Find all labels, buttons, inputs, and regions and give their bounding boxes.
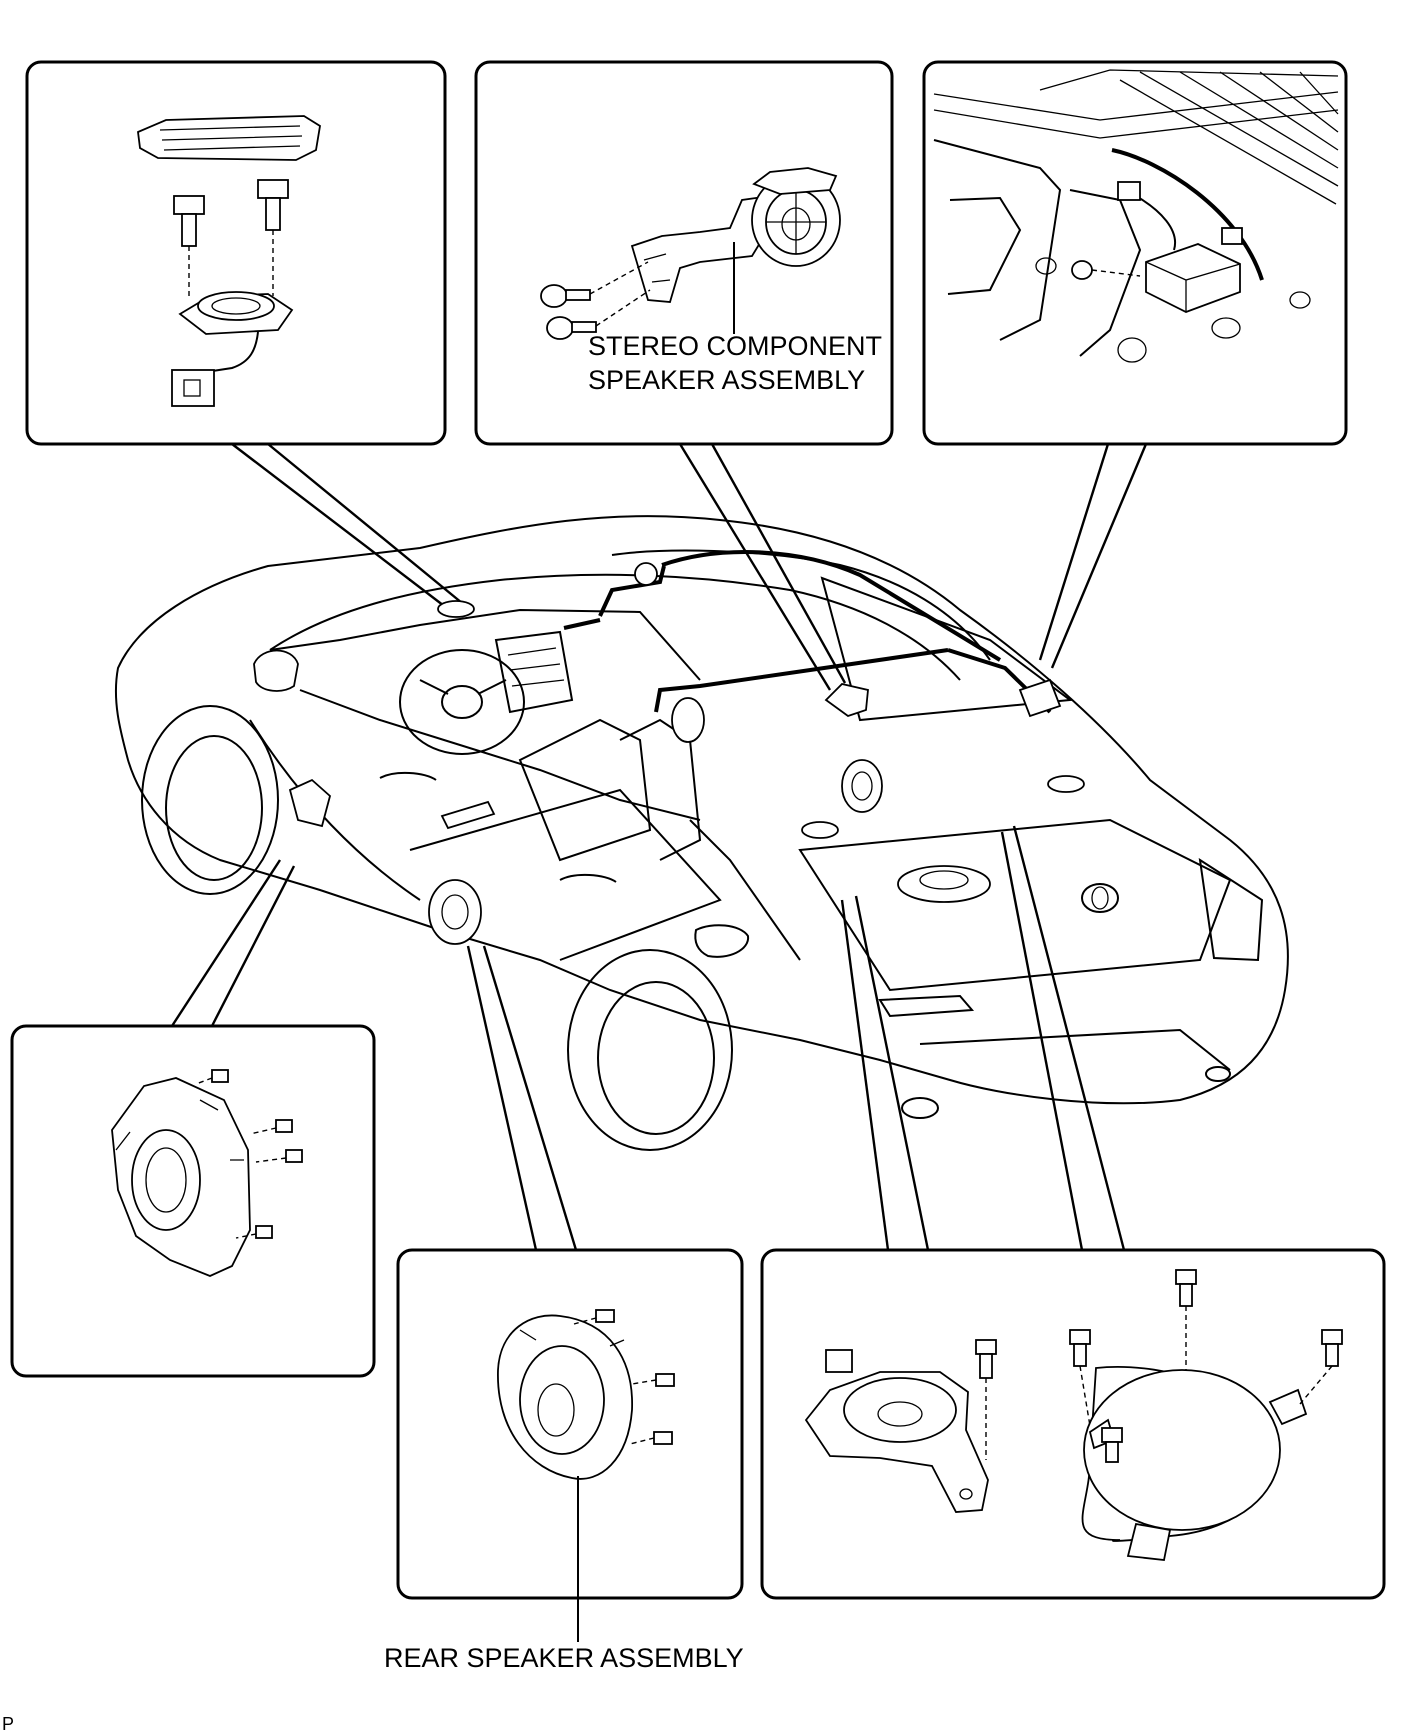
front-door-screws: [195, 1069, 303, 1239]
woofer-bolts: [1069, 1269, 1343, 1463]
stereo-component-label-line1: STEREO COMPONENT: [588, 331, 882, 361]
panel-amplifier: [922, 60, 1348, 446]
stereo-component-label-line2: SPEAKER ASSEMBLY: [588, 365, 865, 395]
panel-package-tray-speakers: [760, 1248, 1386, 1600]
panel-front-dash-speaker: [25, 60, 447, 446]
panel-front-door-speaker: [10, 1024, 376, 1378]
panel-stereo-component-speaker: STEREO COMPONENT SPEAKER ASSEMBLY: [474, 60, 894, 446]
rear-speaker-label: REAR SPEAKER ASSEMBLY: [384, 1643, 744, 1673]
rear-speaker-screws: [573, 1309, 675, 1445]
page-mark: P: [2, 1714, 14, 1734]
in-vehicle-speakers: [288, 562, 1085, 945]
panel-rear-speaker: [396, 1248, 744, 1642]
